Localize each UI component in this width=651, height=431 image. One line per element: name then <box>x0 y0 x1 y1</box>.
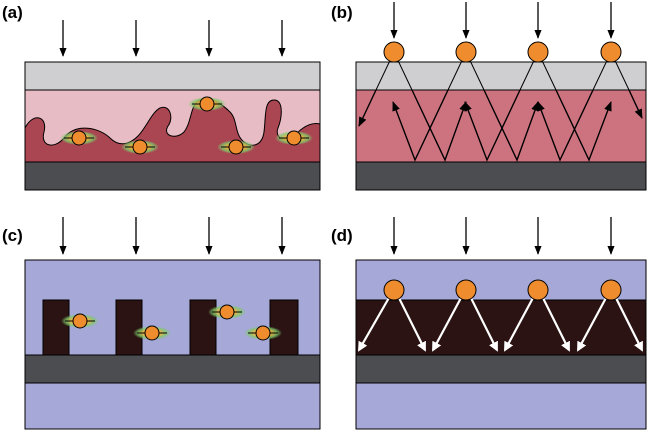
panel-a-incident-arrows <box>59 20 286 57</box>
panel-b-particles <box>383 41 622 63</box>
particle <box>527 279 549 301</box>
panel-c-substrate <box>24 354 321 384</box>
particle <box>527 41 549 63</box>
panel-b-label: (b) <box>331 3 353 22</box>
ray <box>358 295 391 352</box>
guided-ray <box>555 89 612 162</box>
panel-b-incident-arrows <box>390 2 615 39</box>
guided-ray <box>358 89 377 127</box>
particle <box>286 130 302 146</box>
panel-d-substrate <box>355 354 647 384</box>
panel-b-guided-rays <box>358 89 643 162</box>
panel-c-lower-medium <box>24 382 321 430</box>
ray <box>504 295 535 352</box>
panel-b: (b) <box>331 2 647 191</box>
particle <box>132 139 148 155</box>
panel-c: (c) <box>2 217 321 430</box>
particle <box>455 279 477 301</box>
particle <box>600 279 622 301</box>
ray <box>541 295 570 352</box>
panel-a-particles <box>60 96 313 155</box>
panel-a-label: (a) <box>2 3 23 22</box>
particle <box>72 313 88 329</box>
panel-d-lower-medium <box>355 382 647 430</box>
panel-c-incident-arrows <box>59 217 286 255</box>
guided-ray <box>483 89 539 162</box>
panel-d: (d) <box>331 217 647 430</box>
particle <box>600 41 622 63</box>
particle <box>71 130 87 146</box>
ray <box>432 295 463 352</box>
particle <box>383 41 405 63</box>
panel-a-substrate <box>24 161 321 191</box>
particle <box>199 96 215 112</box>
panel-d-label: (d) <box>331 226 353 245</box>
guided-ray <box>464 89 521 162</box>
panel-c-label: (c) <box>2 226 23 245</box>
particle <box>144 325 160 341</box>
panel-b-substrate <box>355 161 647 191</box>
ray <box>614 295 643 352</box>
particle <box>255 325 271 341</box>
guided-ray <box>411 89 467 162</box>
guided-ray <box>537 89 594 162</box>
particle <box>219 304 235 320</box>
panel-d-dark-layer <box>355 299 647 356</box>
panel-d-white-rays <box>358 295 643 352</box>
ray <box>469 295 498 352</box>
panel-a-top-layer <box>24 61 321 91</box>
guided-ray <box>628 89 643 119</box>
panel-d-particles <box>383 279 622 301</box>
panel-b-top-layer <box>355 61 647 91</box>
ray <box>577 295 608 352</box>
panel-a: (a) <box>2 3 321 191</box>
ray <box>397 295 426 352</box>
guided-ray <box>392 89 449 162</box>
particle <box>455 41 477 63</box>
particle <box>228 139 244 155</box>
panel-c-particles <box>61 304 282 341</box>
particle <box>383 279 405 301</box>
panel-d-incident-arrows <box>390 217 615 255</box>
